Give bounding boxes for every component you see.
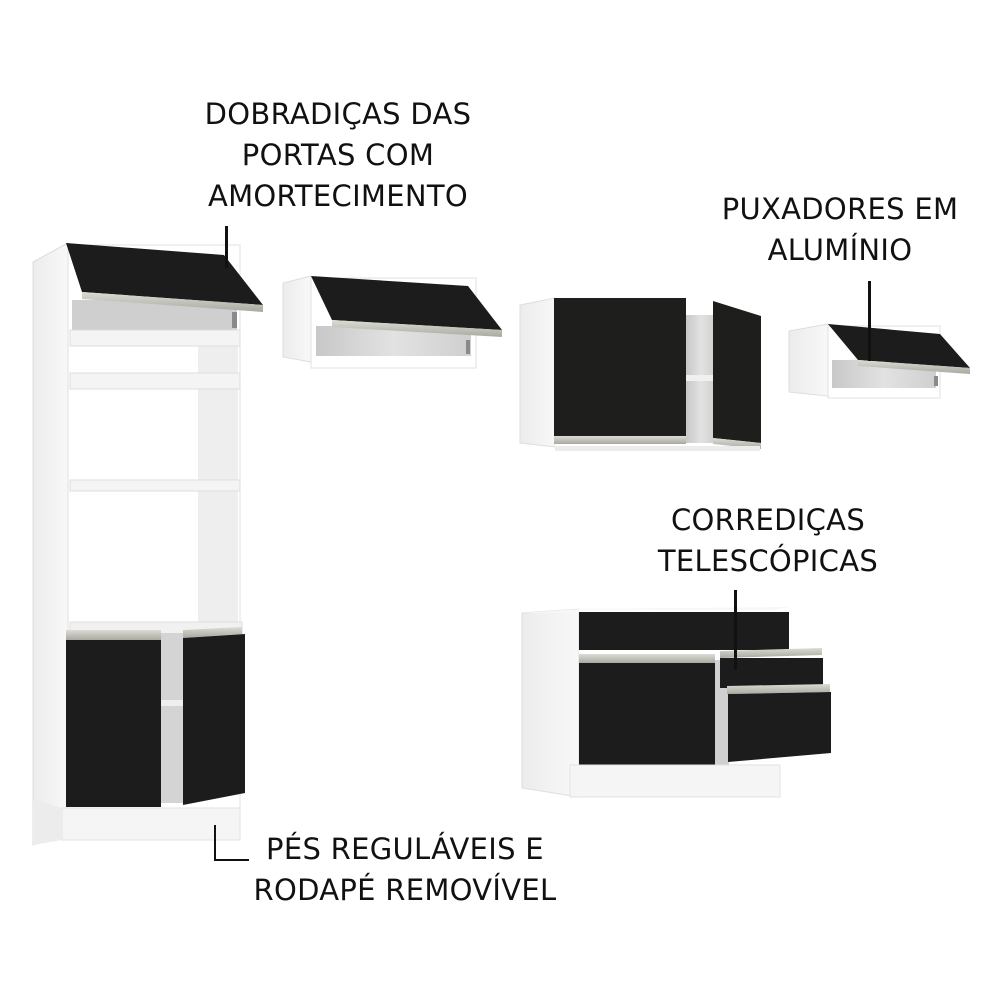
hinges-label-line-3: AMORTECIMENTO bbox=[207, 179, 469, 213]
handles-label-line-1: PUXADORES EM bbox=[721, 192, 959, 226]
slides-leader-line bbox=[734, 590, 737, 670]
hinges-leader-line bbox=[225, 226, 228, 268]
hinges-label-line-2: PORTAS COM bbox=[241, 138, 435, 172]
slides-label-line-1: CORREDIÇAS bbox=[670, 503, 866, 537]
wall-cabinet-flip-up-wide bbox=[282, 275, 502, 369]
base-cabinet-drawers bbox=[521, 607, 831, 798]
handles-feature-label: PUXADORES EM ALUMÍNIO bbox=[710, 189, 970, 271]
feet-feature-label: PÉS REGULÁVEIS E RODAPÉ REMOVÍVEL bbox=[240, 829, 570, 911]
feet-label-line-1: PÉS REGULÁVEIS E bbox=[266, 832, 544, 866]
wall-cabinet-two-door bbox=[519, 297, 761, 451]
feet-label-line-2: RODAPÉ REMOVÍVEL bbox=[253, 873, 557, 907]
hinges-label-line-1: DOBRADIÇAS DAS bbox=[204, 97, 472, 131]
feet-leader-vertical bbox=[214, 825, 216, 861]
wall-cabinet-flip-up-small bbox=[788, 323, 970, 399]
slides-feature-label: CORREDIÇAS TELESCÓPICAS bbox=[646, 500, 890, 582]
handles-label-line-2: ALUMÍNIO bbox=[767, 233, 913, 267]
hinges-feature-label: DOBRADIÇAS DAS PORTAS COM AMORTECIMENTO bbox=[190, 94, 486, 217]
handles-leader-line bbox=[868, 281, 871, 361]
slides-label-line-2: TELESCÓPICAS bbox=[657, 544, 879, 578]
feet-leader-horizontal bbox=[214, 859, 249, 861]
tall-pantry-cabinet bbox=[32, 242, 263, 846]
